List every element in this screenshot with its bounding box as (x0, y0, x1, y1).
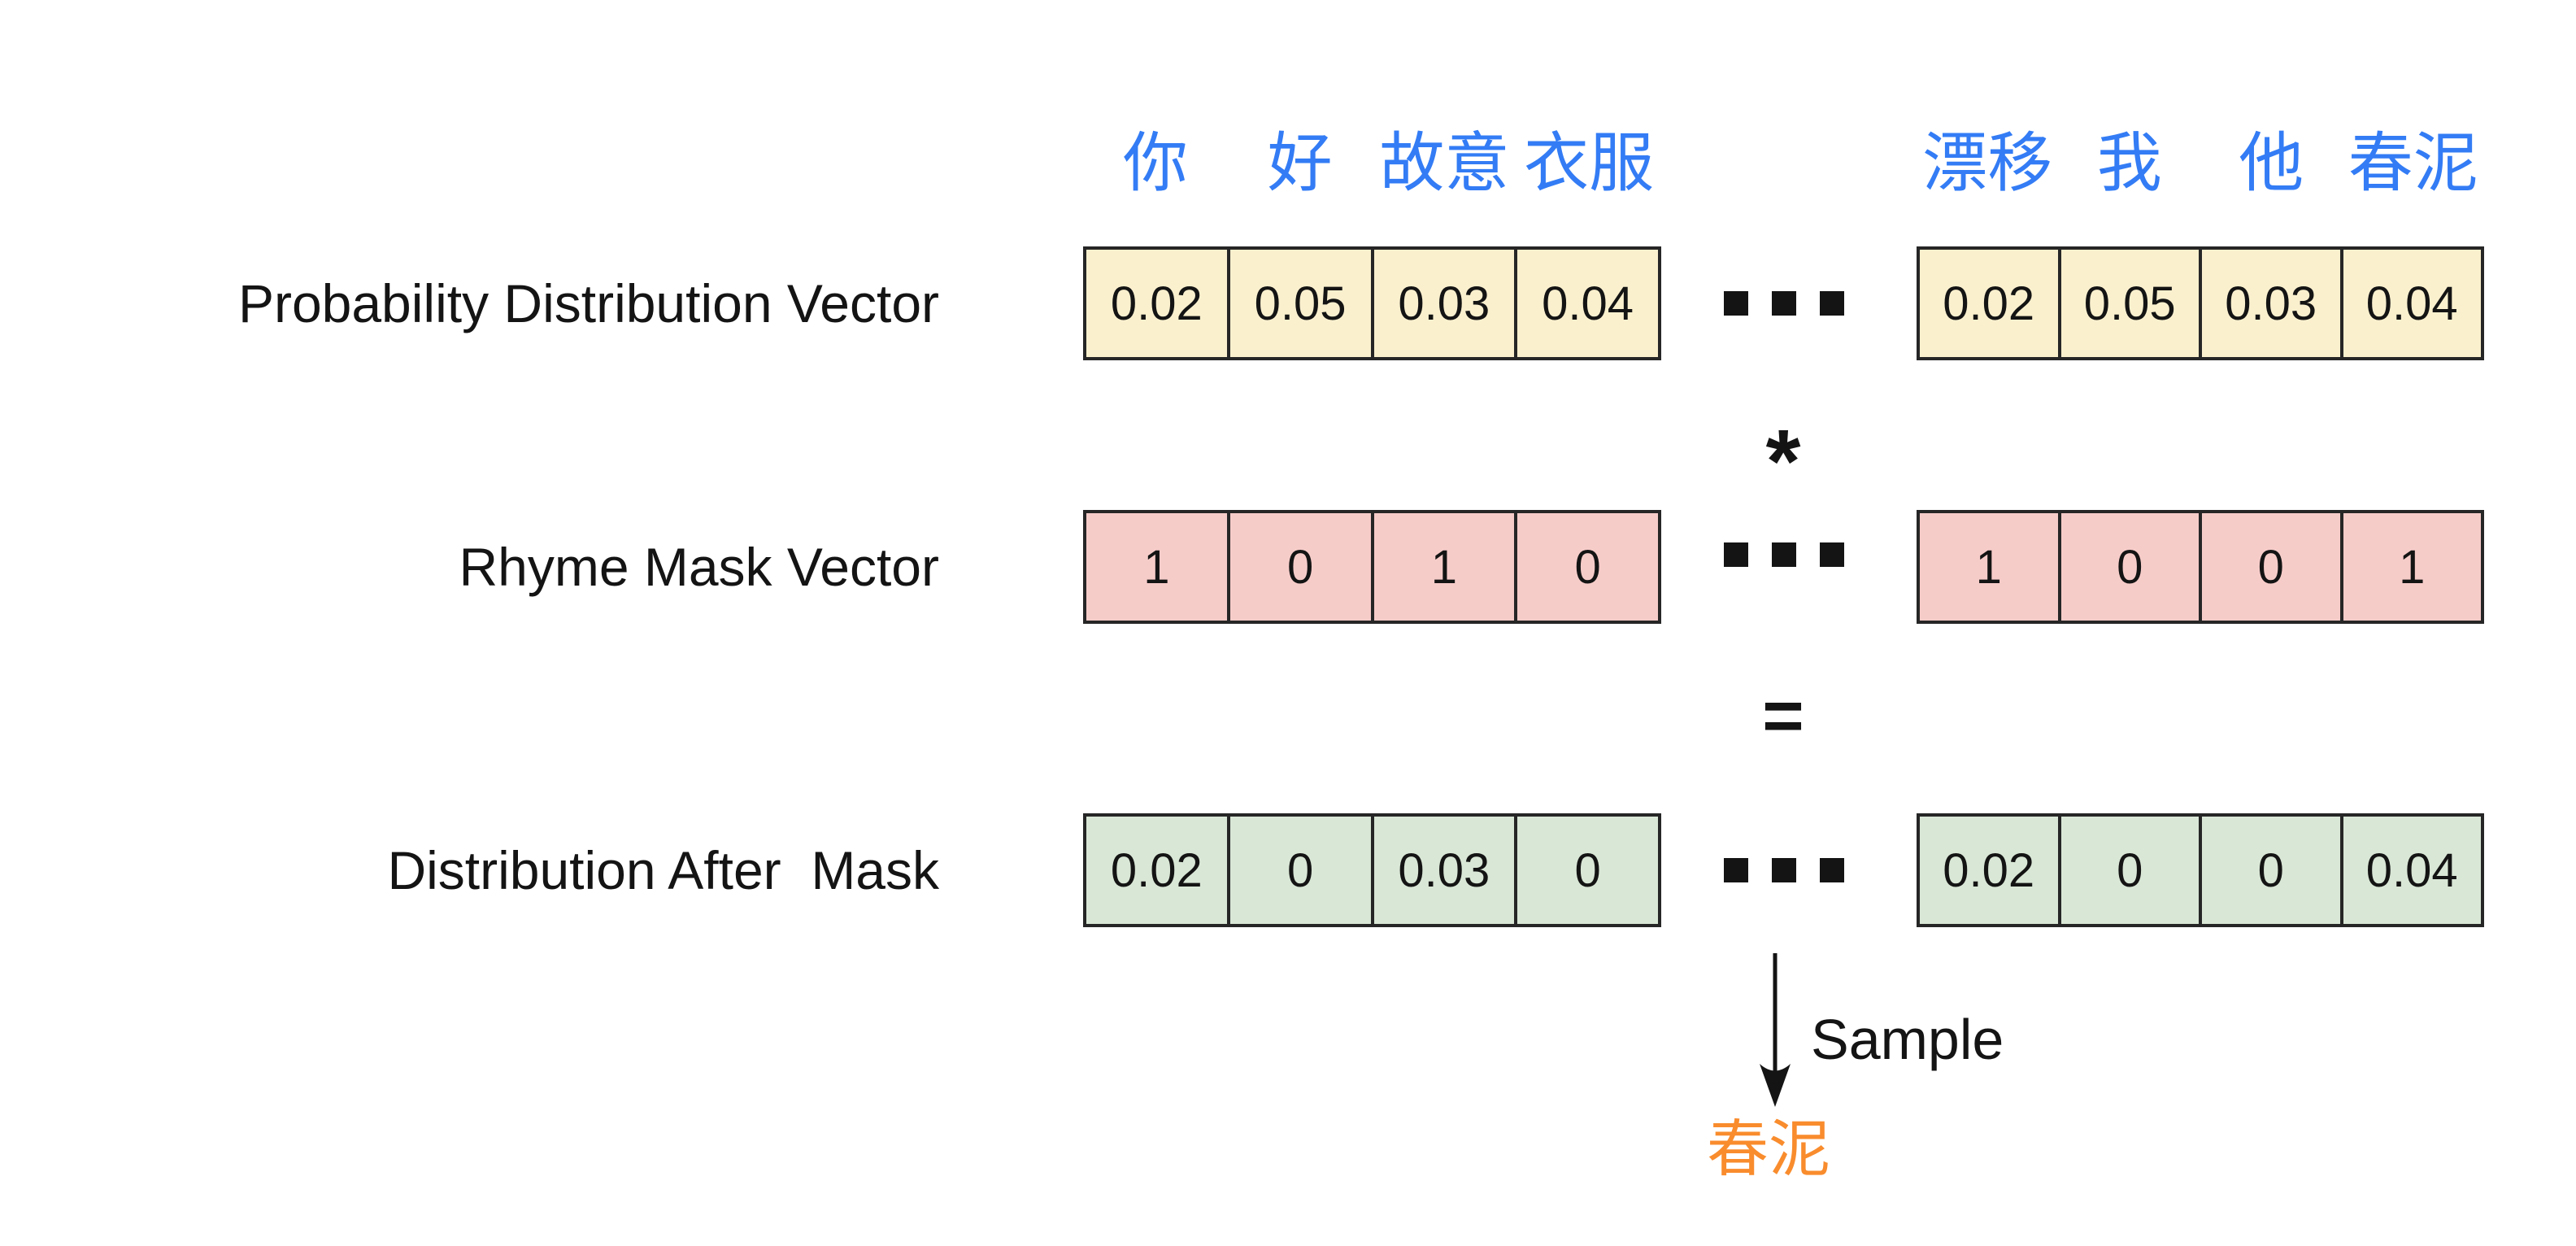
ellipsis-dot (1772, 542, 1796, 567)
vector-cell: 0 (2199, 817, 2340, 924)
vector-cell: 0.04 (2339, 817, 2481, 924)
token-header-right: 漂移 我 他 春泥 (1917, 123, 2484, 204)
token-label: 他 (2239, 127, 2304, 199)
vector-cell: 0.02 (1086, 817, 1227, 924)
sample-label: Sample (1811, 1008, 2004, 1071)
ellipsis-dot (1724, 858, 1748, 882)
ellipsis-dot (1724, 542, 1748, 567)
vector-cell: 1 (2339, 513, 2481, 621)
mask-vector-left: 1 0 1 0 (1083, 510, 1661, 624)
vector-cell: 0 (2057, 513, 2199, 621)
vector-cell: 0 (1226, 817, 1371, 924)
vector-cell: 0.04 (2339, 250, 2481, 357)
row-label-probability: Probability Distribution Vector (237, 273, 939, 333)
multiply-operator: * (1765, 412, 1801, 512)
ellipsis-dot (1820, 291, 1844, 316)
sample-arrow-icon (1760, 953, 1791, 1107)
token-label: 好 (1267, 127, 1333, 199)
mask-vector-right: 1 0 0 1 (1917, 510, 2484, 624)
ellipsis-icon (1724, 542, 1844, 567)
vector-cell: 0 (2199, 513, 2340, 621)
probability-vector-left: 0.02 0.05 0.03 0.04 (1083, 246, 1661, 360)
token-label: 春泥 (2348, 127, 2478, 199)
vector-cell: 0 (1514, 817, 1658, 924)
token-label: 我 (2096, 127, 2162, 199)
token-label: 故意 (1379, 127, 1510, 199)
vector-cell: 0.03 (2199, 250, 2340, 357)
vector-cell: 0.05 (2057, 250, 2199, 357)
token-header-left: 你 好 故意 衣服 (1083, 123, 1661, 204)
ellipsis-icon (1724, 291, 1844, 316)
vector-cell: 0 (1226, 513, 1371, 621)
row-label-masked-distribution: Distribution After Mask (387, 840, 939, 900)
vector-cell: 0.02 (1920, 250, 2058, 357)
vector-cell: 1 (1086, 513, 1227, 621)
probability-vector-right: 0.02 0.05 0.03 0.04 (1917, 246, 2484, 360)
ellipsis-dot (1772, 291, 1796, 316)
ellipsis-dot (1820, 858, 1844, 882)
vector-cell: 0.02 (1086, 250, 1227, 357)
vector-cell: 0.03 (1370, 817, 1515, 924)
ellipsis-dot (1724, 291, 1748, 316)
sampled-token: 春泥 (1707, 1115, 1830, 1184)
vector-cell: 0.02 (1920, 817, 2058, 924)
vector-cell: 1 (1920, 513, 2058, 621)
equals-operator: = (1762, 675, 1804, 756)
vector-cell: 0.03 (1370, 250, 1515, 357)
vector-cell: 1 (1370, 513, 1515, 621)
vector-cell: 0.04 (1514, 250, 1658, 357)
masked-vector-right: 0.02 0 0 0.04 (1917, 813, 2484, 927)
masked-vector-left: 0.02 0 0.03 0 (1083, 813, 1661, 927)
vector-cell: 0 (2057, 817, 2199, 924)
ellipsis-dot (1772, 858, 1796, 882)
token-label: 漂移 (1922, 127, 2053, 199)
ellipsis-dot (1820, 542, 1844, 567)
vector-cell: 0.05 (1226, 250, 1371, 357)
token-label: 衣服 (1524, 127, 1655, 199)
vector-cell: 0 (1514, 513, 1658, 621)
row-label-mask: Rhyme Mask Vector (459, 537, 939, 597)
ellipsis-icon (1724, 858, 1844, 882)
token-label: 你 (1122, 127, 1188, 199)
